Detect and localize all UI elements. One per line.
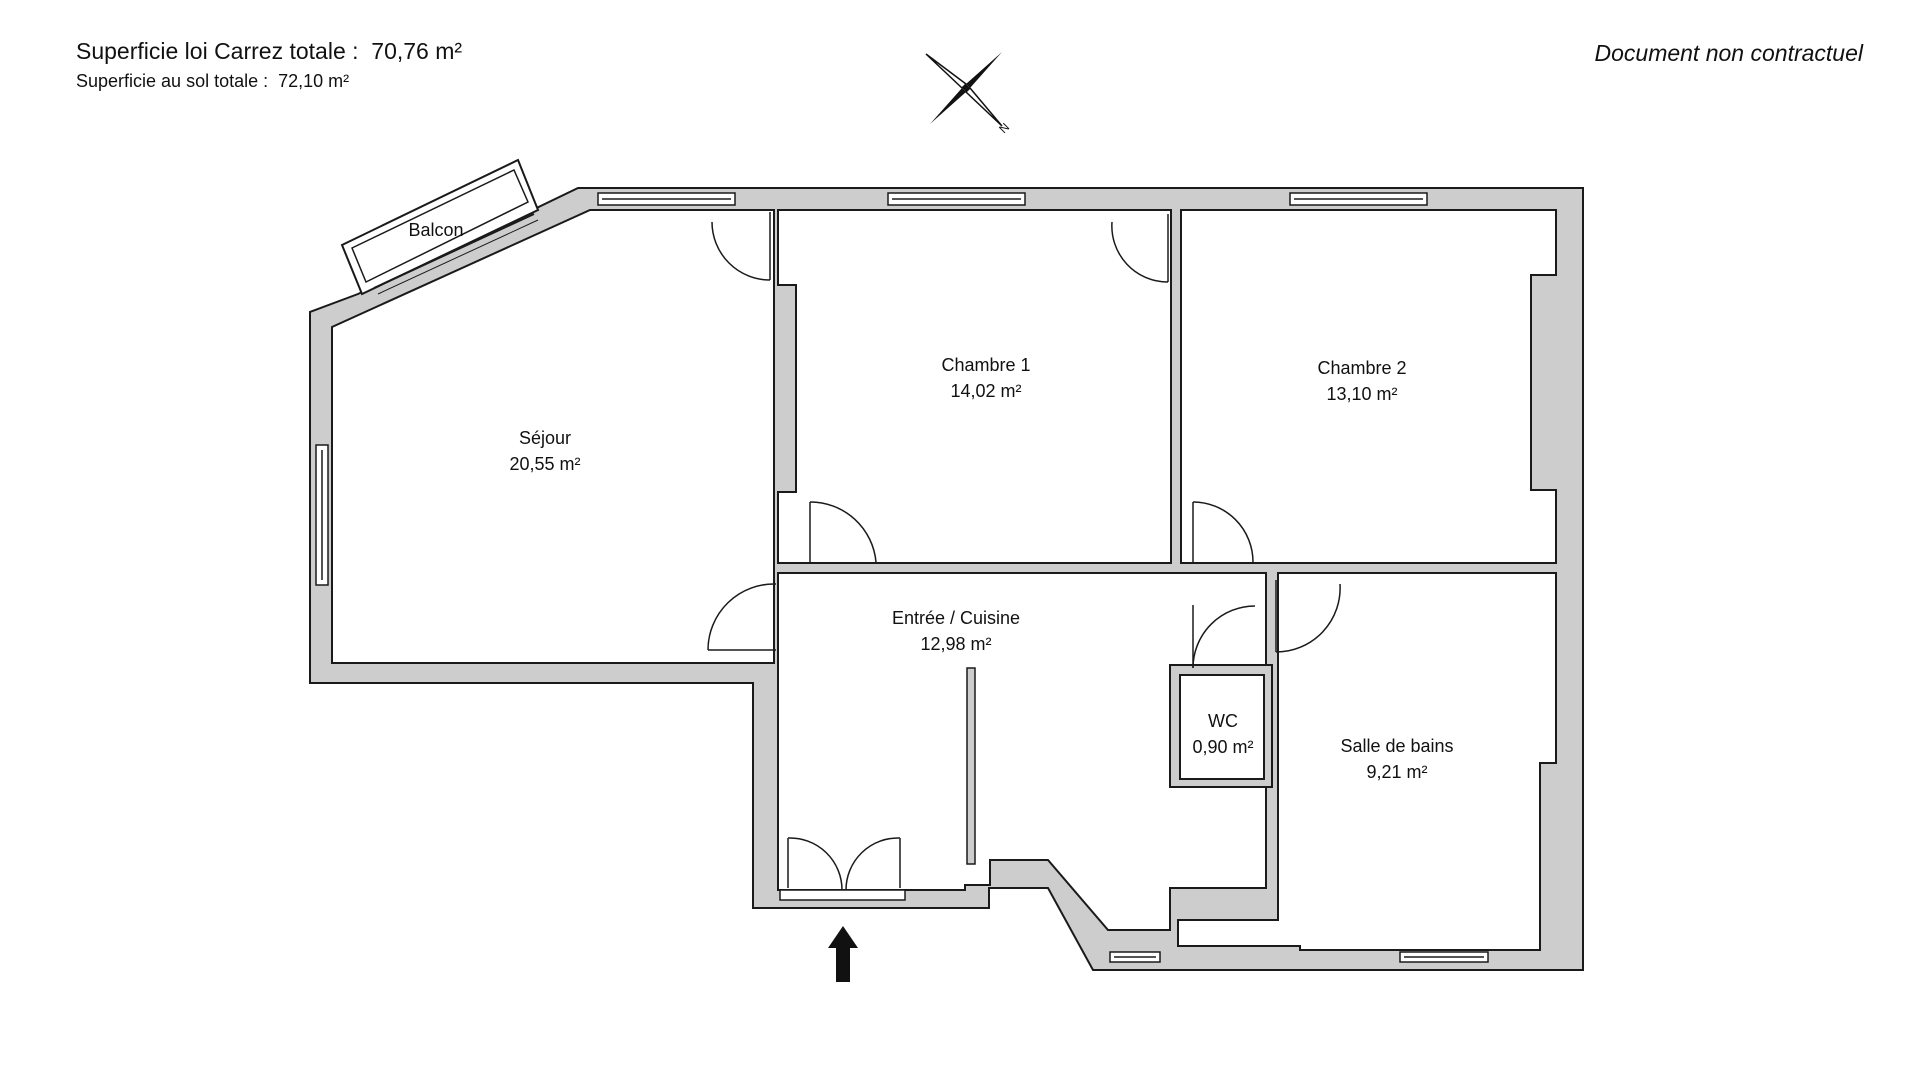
sejour-label: Séjour <box>519 428 571 448</box>
room-salle-de-bains <box>1177 572 1557 951</box>
windows <box>315 192 1489 963</box>
sdb-area: 9,21 m² <box>1366 762 1427 782</box>
chambre2-area: 13,10 m² <box>1326 384 1397 404</box>
sdb-label: Salle de bains <box>1340 736 1453 756</box>
door-sejour-top <box>711 212 771 281</box>
window-entrance <box>779 889 906 901</box>
carrez-label: Superficie loi Carrez totale : <box>76 38 359 64</box>
entrance-arrow-icon <box>828 926 858 982</box>
room-wc <box>1169 664 1273 788</box>
kitchen-partition-wall <box>966 667 976 865</box>
entree-area: 12,98 m² <box>920 634 991 654</box>
floor-area-line: Superficie au sol totale : 72,10 m² <box>76 71 349 92</box>
carrez-value: 70,76 m² <box>371 38 463 64</box>
door-chambre1-top <box>1111 214 1169 283</box>
sejour-area: 20,55 m² <box>509 454 580 474</box>
room-labels: Balcon Séjour 20,55 m² Chambre 1 14,02 m… <box>408 220 1453 782</box>
sol-label: Superficie au sol totale : <box>76 71 269 91</box>
sol-value: 72,10 m² <box>278 71 350 91</box>
balcony <box>340 158 540 296</box>
wc-area: 0,90 m² <box>1192 737 1253 757</box>
room-sejour <box>331 209 775 664</box>
door-chambre1-bottom <box>809 501 877 563</box>
carrez-area-line: Superficie loi Carrez totale : 70,76 m² <box>76 38 462 65</box>
room-chambre-1 <box>777 209 1172 564</box>
door-sejour-entree <box>707 583 777 651</box>
compass-north-label: N <box>996 120 1012 136</box>
wc-label: WC <box>1208 711 1238 731</box>
chambre2-label: Chambre 2 <box>1317 358 1406 378</box>
room-chambre-2 <box>1180 209 1557 564</box>
compass-icon: N <box>925 52 1012 136</box>
disclaimer-text: Document non contractuel <box>1594 40 1864 66</box>
door-wc <box>1192 605 1256 669</box>
door-chambre2-bottom <box>1192 501 1254 563</box>
door-sdb <box>1275 580 1341 653</box>
doors <box>707 212 1341 891</box>
entree-label: Entrée / Cuisine <box>892 608 1020 628</box>
chambre1-area: 14,02 m² <box>950 381 1021 401</box>
balcon-label: Balcon <box>408 220 463 240</box>
door-entrance-double <box>787 837 901 891</box>
chambre1-label: Chambre 1 <box>941 355 1030 375</box>
